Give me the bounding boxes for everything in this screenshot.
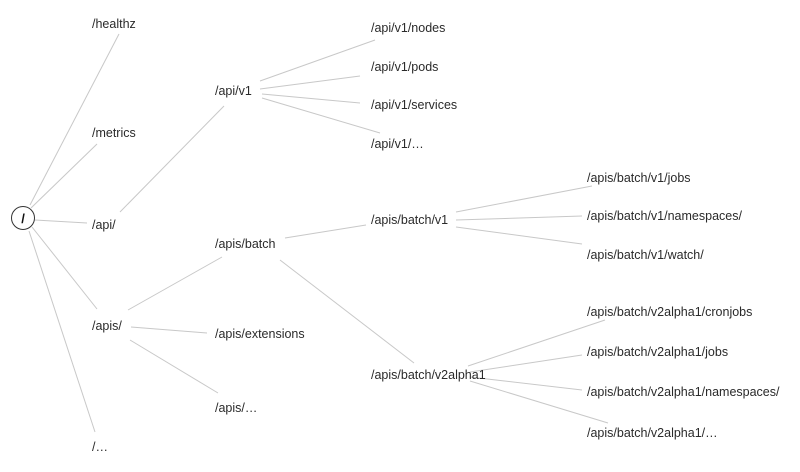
edge-root-metrics bbox=[30, 143, 98, 209]
edge-root-healthz bbox=[29, 33, 120, 206]
edge-bv2-jobs bbox=[469, 354, 583, 373]
edge-bv1-namespaces bbox=[455, 215, 583, 221]
edge-bv2-more bbox=[469, 380, 609, 424]
node-batch-v1-namespaces: /apis/batch/v1/namespaces/ bbox=[587, 209, 742, 223]
edge-apis-more bbox=[129, 339, 219, 394]
node-batch-v1: /apis/batch/v1 bbox=[371, 213, 449, 227]
node-batch-v2alpha1-more: /apis/batch/v2alpha1/… bbox=[587, 426, 718, 440]
edge-bv2-cronjobs bbox=[467, 319, 606, 367]
edge-apis-batch bbox=[127, 256, 223, 311]
node-api: /api/ bbox=[92, 218, 116, 232]
edge-apis-extensions bbox=[130, 326, 208, 334]
node-batch-v2alpha1: /apis/batch/v2alpha1 bbox=[371, 368, 486, 382]
edge-bv1-watch bbox=[455, 226, 583, 245]
node-api-v1-nodes: /api/v1/nodes bbox=[371, 21, 446, 35]
edge-v1-more bbox=[261, 97, 381, 134]
edge-bv2-namespaces bbox=[469, 376, 583, 391]
node-healthz: /healthz bbox=[92, 17, 136, 31]
edge-v1-nodes bbox=[259, 39, 376, 82]
node-batch-v2alpha1-jobs: /apis/batch/v2alpha1/jobs bbox=[587, 345, 729, 359]
edge-batch-v2alpha1 bbox=[279, 259, 415, 364]
edge-bv1-jobs bbox=[455, 185, 593, 213]
node-apis-more: /apis/… bbox=[215, 401, 258, 415]
node-api-v1: /api/v1 bbox=[215, 84, 252, 98]
edge-root-api bbox=[34, 219, 88, 224]
edge-root-apis bbox=[31, 226, 98, 310]
edge-v1-pods bbox=[259, 75, 361, 90]
node-metrics: /metrics bbox=[92, 126, 136, 140]
node-batch-v2alpha1-cronjobs: /apis/batch/v2alpha1/cronjobs bbox=[587, 305, 753, 319]
node-batch-v1-jobs: /apis/batch/v1/jobs bbox=[587, 171, 691, 185]
node-api-v1-pods: /api/v1/pods bbox=[371, 60, 439, 74]
node-apis: /apis/ bbox=[92, 319, 122, 333]
node-apis-extensions: /apis/extensions bbox=[215, 327, 305, 341]
node-root-more: /… bbox=[92, 440, 108, 454]
node-api-v1-more: /api/v1/… bbox=[371, 137, 424, 151]
node-batch-v1-watch: /apis/batch/v1/watch/ bbox=[587, 248, 704, 262]
node-batch-v2alpha1-namespaces: /apis/batch/v2alpha1/namespaces/ bbox=[587, 385, 780, 399]
edge-root-more bbox=[28, 230, 96, 433]
edge-batch-v1 bbox=[284, 224, 367, 239]
edge-api-v1 bbox=[119, 105, 225, 213]
node-api-v1-services: /api/v1/services bbox=[371, 98, 458, 112]
root-node: / bbox=[11, 206, 35, 230]
node-apis-batch: /apis/batch bbox=[215, 237, 276, 251]
edge-v1-services bbox=[261, 93, 361, 104]
